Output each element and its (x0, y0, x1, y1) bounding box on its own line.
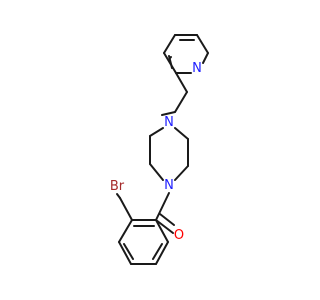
bond (116, 193, 121, 199)
bond (163, 34, 176, 54)
bond (123, 243, 134, 260)
piperazine-nitrogen-bottom-label: N (164, 178, 174, 193)
bond (161, 111, 176, 116)
bond (159, 213, 175, 226)
bromine-label: Br (110, 179, 125, 194)
atom-labels: N N N O Br (110, 61, 202, 243)
bond (175, 72, 188, 93)
bond (149, 163, 164, 181)
bond (155, 219, 174, 234)
bond (196, 34, 209, 54)
bond (202, 52, 209, 64)
pyridine-nitrogen-label: N (192, 61, 202, 76)
bond (118, 241, 132, 265)
bond (119, 197, 133, 221)
bond (152, 243, 163, 260)
bond (169, 56, 172, 59)
bonds (116, 34, 209, 265)
bond (174, 165, 189, 181)
bond (118, 219, 133, 243)
bond (174, 127, 189, 140)
piperazine-nitrogen-top-label: N (164, 115, 174, 130)
carbonyl-oxygen-label: O (174, 228, 184, 243)
bond (149, 127, 164, 137)
bond (174, 91, 188, 113)
bond (155, 219, 169, 243)
bond (155, 241, 169, 265)
chemical-structure-diagram: N N N O Br (110, 34, 209, 265)
bond (155, 192, 170, 221)
